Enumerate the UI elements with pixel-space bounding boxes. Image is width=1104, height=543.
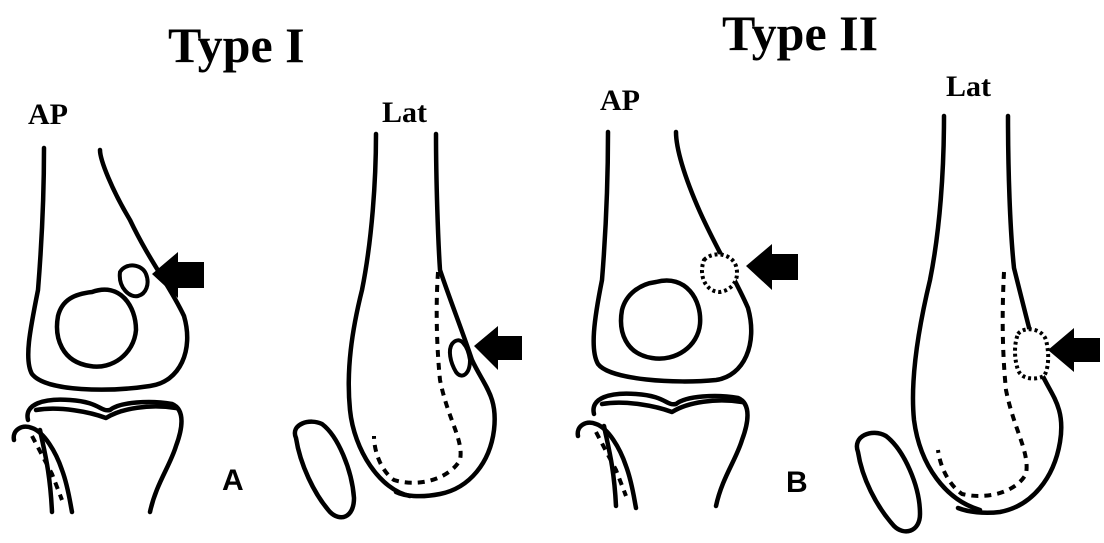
type1-ap-knee xyxy=(14,148,204,512)
type2-lat-femur-posterior xyxy=(913,116,980,510)
type1-ap-arrow-icon xyxy=(152,252,204,298)
type1-lat-femur-posterior xyxy=(349,134,410,496)
type1-lat-lesion xyxy=(450,340,470,375)
type2-ap-knee xyxy=(578,132,798,508)
type1-lat-femur xyxy=(295,134,522,517)
type2-ap-arrow-icon xyxy=(746,244,798,290)
type2-lat-femur-anterior xyxy=(958,116,1061,513)
type1-ap-patella xyxy=(57,290,136,367)
type1-lat-femur-anterior xyxy=(396,134,495,496)
type1-ap-lesion xyxy=(120,265,148,296)
type2-ap-patella xyxy=(621,281,700,359)
type2-lat-femur xyxy=(857,116,1100,531)
type2-lat-lesion xyxy=(1015,329,1048,378)
type1-lat-condyle-dashes xyxy=(374,272,461,483)
type2-ap-lesion xyxy=(702,254,737,292)
type2-lat-arrow-icon xyxy=(1048,328,1100,372)
type2-lat-patella xyxy=(857,433,920,531)
type2-lat-condyle-dashes xyxy=(938,272,1027,496)
type1-lat-arrow-icon xyxy=(474,326,522,370)
type1-lat-patella xyxy=(295,422,354,518)
